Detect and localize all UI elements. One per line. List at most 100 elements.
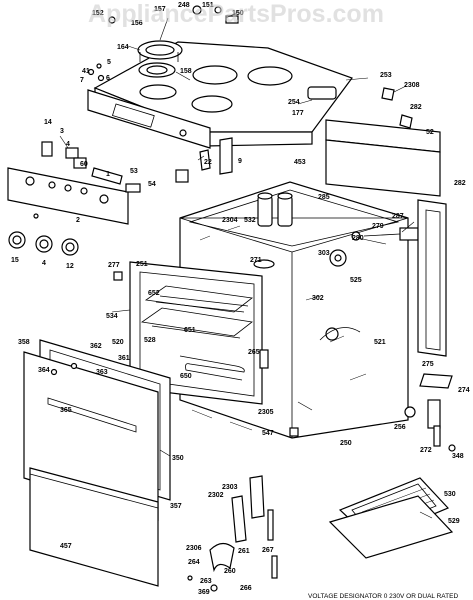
callout: 2308 — [404, 82, 420, 89]
control-panel-backguard — [87, 89, 211, 149]
control-panel-front — [7, 167, 129, 225]
surface-burner-assembly — [108, 5, 239, 78]
callout: 529 — [448, 518, 460, 525]
ignition-switch-parts — [41, 137, 233, 193]
callout: 251 — [136, 261, 148, 268]
hinge-bracket-right — [381, 87, 413, 129]
callout: 267 — [262, 547, 274, 554]
callout: 369 — [198, 589, 210, 596]
callout: 54 — [148, 181, 156, 188]
callout: 6 — [106, 75, 110, 82]
callout: 350 — [172, 455, 184, 462]
callout: 362 — [90, 343, 102, 350]
callout: 2302 — [208, 492, 224, 499]
callout: 7 — [80, 77, 84, 84]
callout: 260 — [224, 568, 236, 575]
callout: 534 — [106, 313, 118, 320]
cooktop — [93, 41, 353, 147]
callout: 177 — [292, 110, 304, 117]
callout: 361 — [118, 355, 130, 362]
callout: 156 — [131, 20, 143, 27]
rear-vent-panel — [325, 119, 441, 197]
callout: 274 — [458, 387, 470, 394]
callout: 303 — [318, 250, 330, 257]
callout: 1 — [106, 171, 110, 178]
callout: 253 — [380, 72, 392, 79]
callout: 282 — [454, 180, 466, 187]
callout: 279 — [372, 223, 384, 230]
callout: 302 — [312, 295, 324, 302]
callout: 14 — [44, 119, 52, 126]
callout: 525 — [350, 277, 362, 284]
callout: 453 — [294, 159, 306, 166]
callout: 547 — [262, 430, 274, 437]
callout: 2306 — [186, 545, 202, 552]
callout: 363 — [96, 369, 108, 376]
callout: 280 — [352, 235, 364, 242]
control-knobs — [8, 213, 79, 256]
callout: 457 — [60, 543, 72, 550]
callout: 4 — [66, 141, 70, 148]
callout: 254 — [288, 99, 300, 106]
small-fasteners-top — [87, 63, 105, 82]
callout: 22 — [204, 159, 212, 166]
callout: 4 — [42, 260, 46, 267]
callout: 287 — [392, 213, 404, 220]
callout: 41 — [82, 68, 90, 75]
callout: 2305 — [258, 409, 274, 416]
callout-labels: 152 157 248 151 150 156 164 5 41 6 7 158… — [11, 2, 470, 596]
door-hinges — [187, 475, 278, 592]
callout: 151 — [202, 2, 214, 9]
callout: 261 — [238, 548, 250, 555]
broiler-pan — [328, 477, 454, 559]
callout: 357 — [170, 503, 182, 510]
callout: 521 — [374, 339, 386, 346]
callout: 275 — [422, 361, 434, 368]
callout: 53 — [130, 168, 138, 175]
burner-valve-and-tubes — [113, 227, 419, 369]
callout: 150 — [232, 10, 244, 17]
callout: 364 — [38, 367, 50, 374]
watermark: AppliancePartsPros.com — [88, 0, 384, 28]
callout: 271 — [250, 257, 262, 264]
callout: 60 — [80, 161, 88, 168]
callout: 365 — [60, 407, 72, 414]
callout: 164 — [117, 44, 129, 51]
callout: 2303 — [222, 484, 238, 491]
callout: 12 — [66, 263, 74, 270]
callout: 348 — [452, 453, 464, 460]
callout: 652 — [148, 290, 160, 297]
callout: 264 — [188, 559, 200, 566]
callout: 651 — [184, 327, 196, 334]
callout: 272 — [420, 447, 432, 454]
callout: 650 — [180, 373, 192, 380]
callout: 263 — [200, 578, 212, 585]
callout: 157 — [154, 6, 166, 13]
leveling-leg-and-brackets — [289, 399, 456, 452]
callout: 3 — [60, 128, 64, 135]
callout: 266 — [240, 585, 252, 592]
callout: 358 — [18, 339, 30, 346]
voltage-footnote: VOLTAGE DESIGNATOR 0 230V OR DUAL RATED — [308, 593, 458, 600]
callout: 277 — [108, 262, 120, 269]
callout: 530 — [444, 491, 456, 498]
callout: 520 — [112, 339, 124, 346]
callout: 265 — [248, 349, 260, 356]
storage-drawer — [29, 467, 159, 587]
callout: 9 — [238, 158, 242, 165]
callout: 256 — [394, 424, 406, 431]
callout-leaders — [59, 11, 433, 519]
side-trim-right — [417, 199, 453, 389]
callout: 52 — [426, 129, 434, 136]
callout: 5 — [107, 59, 111, 66]
callout: 15 — [11, 257, 19, 264]
callout: 285 — [318, 194, 330, 201]
callout: 528 — [144, 337, 156, 344]
bake-element — [179, 355, 245, 381]
callout: 2304 — [222, 217, 238, 224]
callout: 532 — [244, 217, 256, 224]
callout: 2 — [76, 217, 80, 224]
callout: 248 — [178, 2, 190, 9]
callout: 158 — [180, 68, 192, 75]
